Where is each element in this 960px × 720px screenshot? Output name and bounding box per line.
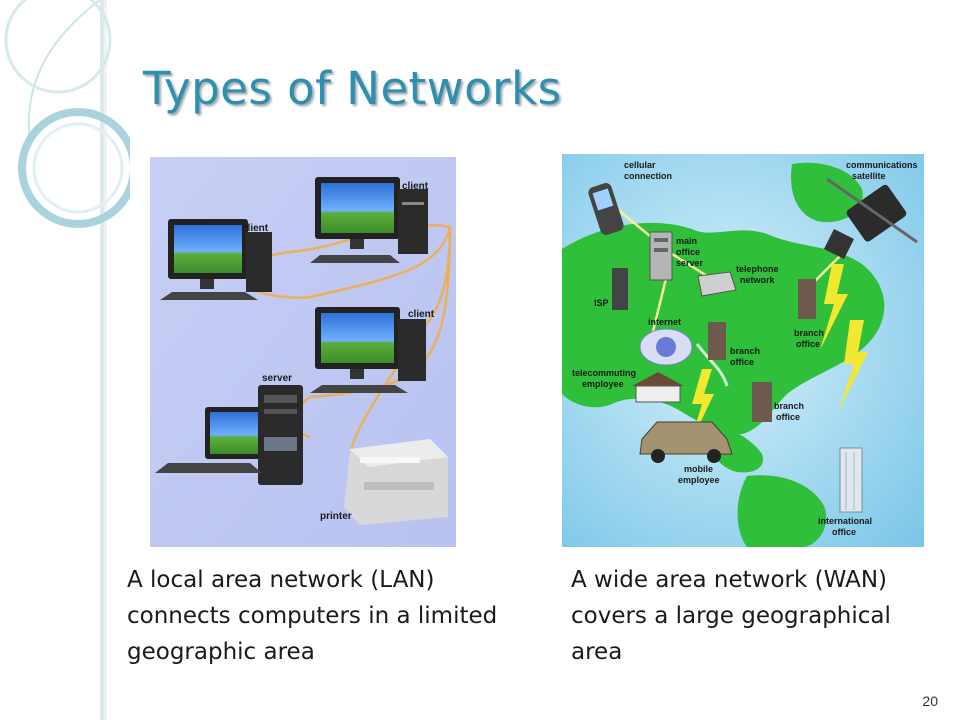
label-branch-b-line1: branch (794, 328, 824, 338)
telecommuting-house (632, 372, 684, 403)
page-number: 20 (922, 693, 938, 709)
label-main-office-line2: office (676, 247, 700, 257)
label-cellular-line1: cellular (624, 160, 656, 170)
label-branch-a-line1: branch (730, 346, 760, 356)
label-client-left: client (242, 223, 269, 234)
printer-device (344, 439, 448, 525)
label-telephone-line1: telephone (736, 264, 779, 274)
branch-office-buildings (708, 279, 816, 422)
slide-title: Types of Networks (143, 62, 562, 115)
label-satellite-line2: satellite (852, 171, 886, 181)
label-printer: printer (320, 511, 352, 522)
label-satellite-line1: communications (846, 160, 918, 170)
international-office-tower (839, 447, 863, 513)
label-server: server (262, 373, 292, 384)
client-computer-middle (310, 307, 426, 393)
wan-illustration: cellular connection communications satel… (562, 154, 924, 547)
label-internet: internet (648, 317, 681, 327)
label-telecommuting-line2: employee (582, 379, 624, 389)
isp-server (612, 268, 628, 310)
communications-satellite (824, 177, 918, 259)
label-telephone-line2: network (740, 275, 776, 285)
label-mobile-line1: mobile (684, 464, 713, 474)
main-office-server (649, 231, 673, 281)
label-branch-b-line2: office (796, 339, 820, 349)
cellular-phone (588, 183, 624, 235)
internet-cloud (639, 328, 693, 366)
label-international-line1: international (818, 516, 872, 526)
client-computer-top (310, 177, 428, 263)
wan-caption: A wide area network (WAN) covers a large… (571, 567, 891, 665)
label-mobile-line2: employee (678, 475, 720, 485)
telephone-device (697, 271, 737, 297)
client-computer-left (160, 219, 272, 300)
label-main-office-line3: server (676, 258, 704, 268)
server-computer (155, 385, 303, 485)
lan-caption: A local area network (LAN) connects comp… (127, 567, 498, 665)
label-telecommuting-line1: telecommuting (572, 368, 636, 378)
label-branch-c-line2: office (776, 412, 800, 422)
label-isp: ISP (594, 298, 609, 308)
label-client-top: client (402, 181, 429, 192)
lan-illustration: client client client server printer (150, 157, 456, 547)
mobile-employee-car (639, 421, 733, 463)
label-client-middle: client (408, 309, 435, 320)
label-branch-c-line1: branch (774, 401, 804, 411)
label-branch-a-line2: office (730, 357, 754, 367)
label-international-line2: office (832, 527, 856, 537)
label-main-office-line1: main (676, 236, 697, 246)
decorative-rings (4, 0, 130, 720)
label-cellular-line2: connection (624, 171, 672, 181)
